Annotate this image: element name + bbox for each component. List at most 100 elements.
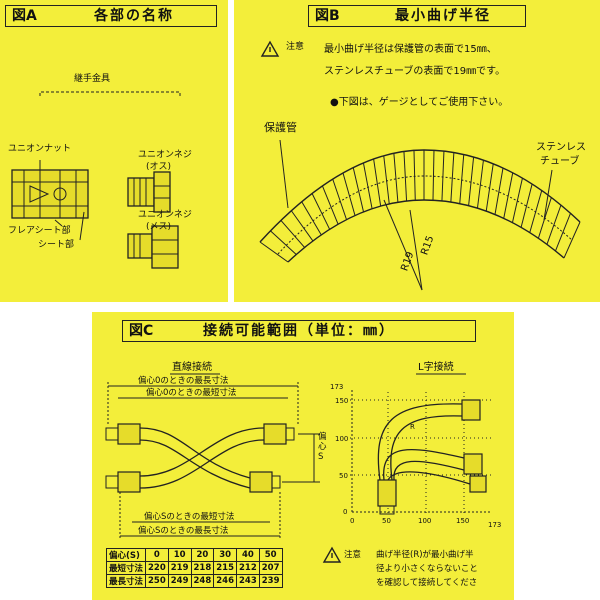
bend-r-label: R bbox=[410, 423, 415, 431]
table-value-cell: 212 bbox=[236, 561, 260, 575]
table-value-cell: 215 bbox=[213, 561, 238, 575]
union-nut-label: ユニオンナット bbox=[8, 144, 72, 154]
corrugation-rib bbox=[529, 190, 543, 233]
y-tick-150: 150 bbox=[335, 397, 349, 405]
flare-seat-leader bbox=[54, 219, 63, 227]
corrugation-rib bbox=[494, 167, 504, 215]
table-value-cell: 246 bbox=[213, 574, 238, 588]
table-value-cell: 248 bbox=[190, 574, 215, 588]
panel-c-caution-3: を確認して接続してくださ bbox=[376, 578, 478, 588]
table-offset-cell: 0 bbox=[145, 548, 169, 562]
table-value-cell: 218 bbox=[190, 561, 215, 575]
panel-b-note-1: 最小曲げ半径は保護管の表面で15㎜、 bbox=[324, 44, 497, 55]
corrugation-rib bbox=[503, 172, 514, 219]
panel-parts-names: 図A 各部の名称 bbox=[0, 0, 228, 302]
panel-c-drawing bbox=[105, 373, 492, 563]
panel-min-bend-radius: 図B 最小曲げ半径 注意 最小曲げ半径は保護管の表面で15㎜、 ステンレスチュー… bbox=[234, 0, 600, 302]
x-tick-100: 100 bbox=[418, 517, 432, 525]
corrugation-rib bbox=[468, 156, 475, 206]
table-value-cell: 207 bbox=[258, 561, 283, 575]
corrugation-rib bbox=[383, 155, 390, 204]
panel-c-title-box: 図C 接続可能範囲（単位：㎜） bbox=[122, 320, 476, 342]
corrugation-rib bbox=[290, 210, 314, 242]
corrugation-rib bbox=[413, 150, 416, 201]
table-offset-cell: 20 bbox=[190, 548, 215, 562]
dim-max0-label: 偏心0のときの最長寸法 bbox=[138, 376, 229, 386]
female-label: (メス) bbox=[146, 222, 172, 232]
corrugation-rib bbox=[362, 162, 373, 209]
panel-c-caution-2: 径より小さくならないこと bbox=[376, 564, 478, 574]
corrugation-rib bbox=[537, 197, 552, 239]
table-value-cell: 239 bbox=[258, 574, 283, 588]
flare-seat-label: フレアシート部 bbox=[8, 226, 71, 236]
union-screw-male-label: ユニオンネジ bbox=[138, 150, 192, 160]
panel-b-drawing bbox=[259, 40, 581, 291]
warning-icon bbox=[322, 546, 342, 563]
y-tick-173: 173 bbox=[330, 383, 344, 391]
warning-icon bbox=[260, 40, 280, 57]
radius-line-r19 bbox=[383, 199, 423, 291]
corrugation-rib bbox=[432, 150, 435, 201]
y-tick-50: 50 bbox=[339, 472, 348, 480]
table-value-cell: 220 bbox=[145, 561, 169, 575]
panel-a-title-box: 図A 各部の名称 bbox=[5, 5, 217, 27]
panel-c-title: 接続可能範囲（単位：㎜） bbox=[203, 323, 395, 339]
table-offset-cell: 30 bbox=[213, 548, 238, 562]
panel-c-caution-label: 注意 bbox=[344, 550, 362, 560]
table-value-cell: 219 bbox=[167, 561, 192, 575]
corrugation-rib bbox=[485, 163, 494, 212]
corrugation-rib bbox=[520, 183, 533, 228]
corrugation-rib bbox=[301, 201, 322, 236]
radius-line-r15 bbox=[409, 209, 423, 291]
dim-max-s-label: 偏心Sのときの最長寸法 bbox=[138, 526, 229, 536]
union-screw-female-label: ユニオンネジ bbox=[138, 210, 192, 220]
corrugation-rib bbox=[441, 151, 445, 201]
corrugation-rib bbox=[321, 185, 339, 225]
corrugation-ribs bbox=[259, 150, 581, 263]
protective-tube-outer bbox=[259, 149, 581, 243]
corrugation-rib bbox=[259, 241, 289, 263]
table-header-cell: 偏心(S) bbox=[105, 548, 147, 562]
l-connection-label: L字接続 bbox=[418, 362, 454, 373]
panel-b-note-2: ステンレスチューブの表面で19㎜です。 bbox=[324, 66, 506, 77]
tube-label: チューブ bbox=[540, 156, 580, 167]
panel-b-title: 最小曲げ半径 bbox=[395, 8, 491, 24]
corrugation-rib bbox=[511, 178, 523, 223]
l-hose-drawing bbox=[377, 399, 487, 515]
y-tick-0: 0 bbox=[343, 508, 348, 516]
corrugation-rib bbox=[563, 221, 581, 259]
x-tick-0: 0 bbox=[350, 517, 355, 525]
panel-a-drawing bbox=[11, 91, 181, 269]
male-union-screw-drawing bbox=[127, 171, 171, 213]
table-row-label: 最長寸法 bbox=[105, 574, 147, 588]
female-union-screw-drawing bbox=[127, 225, 179, 269]
table-offset-cell: 40 bbox=[236, 548, 260, 562]
straight-hose-drawing bbox=[105, 423, 295, 493]
corrugation-rib bbox=[373, 158, 382, 207]
corrugation-rib bbox=[393, 153, 399, 203]
table-value-cell: 243 bbox=[236, 574, 260, 588]
table-value-cell: 249 bbox=[167, 574, 192, 588]
straight-connection-label: 直線接続 bbox=[172, 362, 212, 373]
x-tick-50: 50 bbox=[382, 517, 391, 525]
panel-connection-range: 図C 接続可能範囲（単位：㎜） bbox=[92, 312, 514, 600]
table-value-cell: 250 bbox=[145, 574, 169, 588]
corrugation-rib bbox=[555, 213, 571, 252]
stainless-label: ステンレス bbox=[536, 142, 586, 153]
table-offset-cell: 10 bbox=[167, 548, 192, 562]
fitting-label: 継手金具 bbox=[74, 74, 111, 84]
y-tick-100: 100 bbox=[335, 435, 349, 443]
dim-min-s-label: 偏心Sのときの最短寸法 bbox=[144, 512, 235, 522]
table-offset-cell: 50 bbox=[258, 548, 283, 562]
fitting-bracket bbox=[39, 91, 181, 96]
panel-a-title: 各部の名称 bbox=[94, 8, 174, 24]
table-row-label: 最短寸法 bbox=[105, 561, 147, 575]
x-tick-150: 150 bbox=[456, 517, 470, 525]
seat-leader bbox=[79, 211, 85, 241]
x-tick-173: 173 bbox=[488, 521, 502, 529]
